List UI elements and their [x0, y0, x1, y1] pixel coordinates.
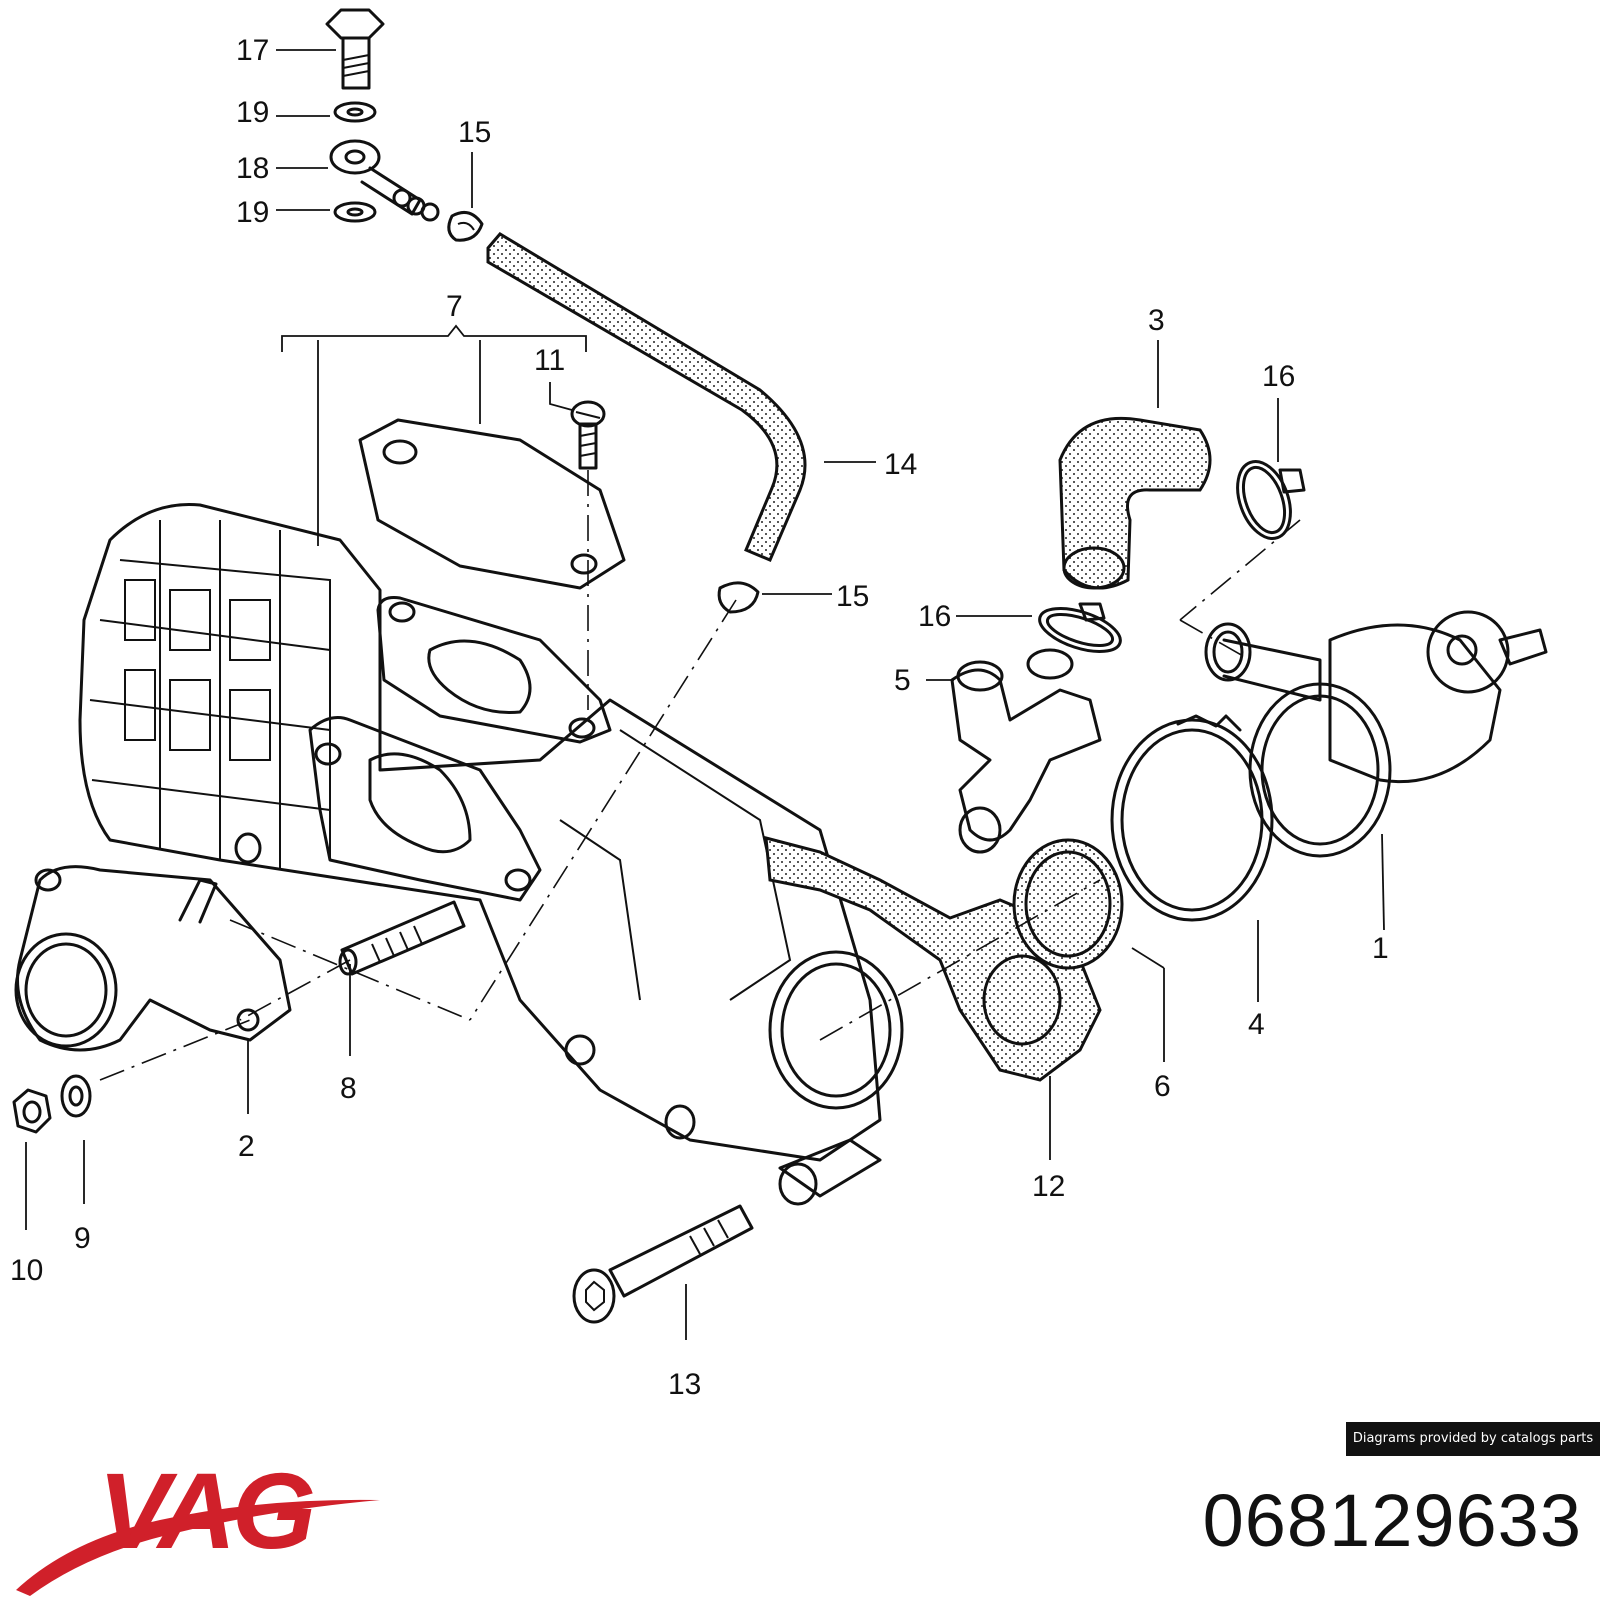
callout-18: 18 [236, 152, 269, 185]
vag-logo: VAG [16, 1450, 380, 1596]
callout-15a: 15 [458, 116, 491, 149]
callout-7: 7 [446, 290, 463, 323]
throttle-valve [1204, 610, 1548, 858]
inlet-pipe [14, 865, 292, 1052]
callout-12: 12 [1032, 1170, 1065, 1203]
cap-screw [572, 1204, 754, 1324]
hose-clip-lower [717, 581, 760, 614]
callout-16a: 16 [1262, 360, 1295, 393]
callout-14: 14 [884, 448, 917, 481]
breather-hose [486, 232, 807, 562]
clamp-band [1110, 714, 1274, 922]
hose-connector [950, 648, 1102, 854]
banjo-bolt-assembly [325, 8, 440, 223]
callout-17: 17 [236, 34, 269, 67]
cover-plate [358, 418, 626, 590]
leader-lines [25, 49, 1385, 1340]
diagram-credit: Diagrams provided by catalogs parts [1346, 1422, 1600, 1456]
callout-labels: 17 19 18 19 15 7 11 3 16 14 15 16 5 1 4 … [10, 34, 1389, 1401]
hose-clamp-upper [1236, 460, 1306, 540]
callout-8: 8 [340, 1072, 357, 1105]
logo-swoosh [16, 1499, 380, 1596]
callout-19b: 19 [236, 196, 269, 229]
callout-16b: 16 [918, 600, 951, 633]
part-number: 068129633 [1202, 1479, 1582, 1562]
hose-clip-upper [447, 210, 484, 242]
callout-19a: 19 [236, 96, 269, 129]
elbow-hose [1058, 416, 1212, 590]
hex-nut [12, 1088, 52, 1134]
callout-10: 10 [10, 1254, 43, 1287]
seal-ring [1012, 838, 1124, 970]
gasket-opening [982, 954, 1062, 1046]
callout-5: 5 [894, 664, 911, 697]
manifold-housing [78, 502, 904, 1206]
callout-11: 11 [534, 344, 565, 377]
callout-13: 13 [668, 1368, 701, 1401]
callout-3: 3 [1148, 304, 1165, 337]
flange-gasket [764, 836, 1102, 1082]
hose-clamp-lower [1038, 602, 1122, 653]
center-lines [99, 470, 1301, 1081]
stud [338, 900, 466, 976]
callout-4: 4 [1248, 1008, 1265, 1041]
logo-wordmark: VAG [98, 1450, 313, 1571]
callout-6: 6 [1154, 1070, 1171, 1103]
screw [570, 400, 606, 470]
callout-9: 9 [74, 1222, 91, 1255]
callout-1: 1 [1372, 932, 1389, 965]
elbow-hose-end [1062, 546, 1126, 590]
washer [60, 1074, 92, 1118]
callout-15b: 15 [836, 580, 869, 613]
group-bracket [281, 324, 587, 352]
callout-2: 2 [238, 1130, 255, 1163]
